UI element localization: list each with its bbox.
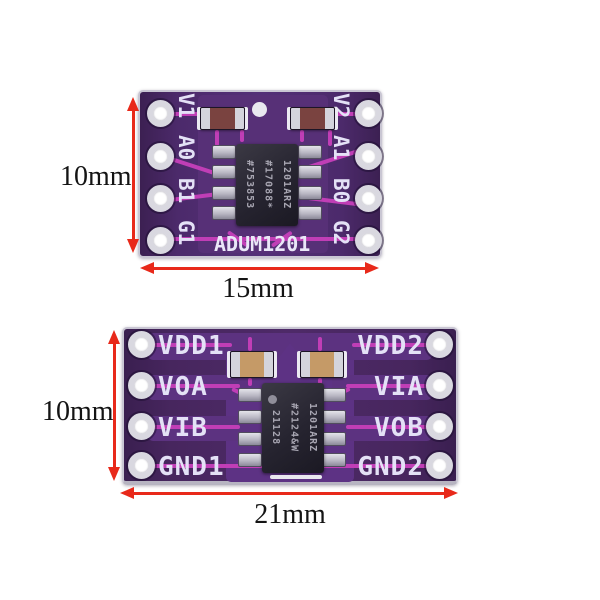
pcb-trace <box>166 237 358 241</box>
chip-pin <box>212 206 236 220</box>
pcb-trace <box>248 337 252 351</box>
pcb-trace <box>300 130 304 142</box>
chip-pin <box>298 186 322 200</box>
through-hole <box>426 372 453 399</box>
dimension-arrowhead-down-icon <box>108 467 120 481</box>
pin-label-vob: VOB <box>374 413 424 443</box>
pin-label-a0: A0 <box>174 135 198 161</box>
chip-marking: 1201ARZ #2124&W 21128 <box>270 403 318 453</box>
chip-pin <box>322 410 346 424</box>
pcb-trace <box>346 425 442 429</box>
pin1-marker-dot <box>268 395 277 404</box>
through-hole <box>128 372 155 399</box>
pin-label-g1: G1 <box>174 220 198 246</box>
pcb-trace <box>162 112 200 116</box>
silkscreen-line <box>270 475 322 479</box>
pin-label-b1: B1 <box>174 178 198 204</box>
pcb-trace <box>144 384 240 388</box>
dimension-arrowhead-down-icon <box>127 239 139 253</box>
dimension-label-height-top: 10mm <box>60 161 132 192</box>
smd-capacitor <box>300 351 344 378</box>
pcb-trace <box>346 384 442 388</box>
pcb-trace <box>328 130 332 146</box>
pin-label-vdd1: VDD1 <box>158 331 225 361</box>
pcb-trace <box>240 130 244 142</box>
through-hole <box>128 413 155 440</box>
pcb-trace <box>318 337 322 351</box>
pin-label-b0: B0 <box>329 178 353 204</box>
dimension-arrowhead-left-icon <box>120 487 134 499</box>
through-hole <box>426 413 453 440</box>
chip-pin <box>212 145 236 159</box>
pin-label-gnd2: GND2 <box>357 452 424 482</box>
pin-label-voa: VOA <box>158 372 208 402</box>
through-hole <box>355 227 382 254</box>
pcb-trace <box>326 112 362 116</box>
through-hole <box>355 185 382 212</box>
dimension-arrowhead-left-icon <box>140 262 154 274</box>
through-hole <box>128 452 155 479</box>
board-bottom-21x10: VDD1 VOA VIB GND1 VDD2 VIA VOB GND2 1201… <box>122 327 458 485</box>
board-top-15x10: V1 A0 B1 G1 V2 A1 B0 G2 1201ARZ #17088* … <box>138 90 382 258</box>
pcb-trace <box>144 343 232 347</box>
dimension-label-width-top: 15mm <box>222 273 294 304</box>
chip-pin <box>238 432 262 446</box>
through-hole <box>147 227 174 254</box>
dimension-arrow-width-bottom <box>133 492 444 495</box>
dimension-arrow-height-bottom <box>113 342 116 469</box>
chip-pin <box>322 432 346 446</box>
dimension-arrowhead-up-icon <box>108 330 120 344</box>
chip-pin <box>238 388 262 402</box>
pin-label-a1: A1 <box>329 135 353 161</box>
pcb-trace <box>322 464 442 468</box>
dimension-arrowhead-right-icon <box>444 487 458 499</box>
pin-label-g2: G2 <box>329 220 353 246</box>
pcb-trace <box>215 130 219 146</box>
pcb-trace <box>352 343 442 347</box>
through-hole <box>147 100 174 127</box>
dimension-label-height-bottom: 10mm <box>42 396 114 427</box>
chip-marking: 1201ARZ #17088* #753853 <box>244 160 292 210</box>
through-hole <box>426 452 453 479</box>
through-hole <box>128 331 155 358</box>
pin-label-vdd2: VDD2 <box>357 331 424 361</box>
chip-pin <box>212 165 236 179</box>
pin-label-vib: VIB <box>158 413 208 443</box>
smd-capacitor <box>200 107 245 130</box>
dimension-label-width-bottom: 21mm <box>254 499 326 530</box>
dimension-arrow-height-top <box>132 109 135 241</box>
pcb-trace <box>144 464 264 468</box>
through-hole <box>426 331 453 358</box>
dimension-arrow-width-top <box>153 267 365 270</box>
chip-pin <box>322 453 346 467</box>
soic8-chip: 1201ARZ #2124&W 21128 <box>262 383 324 473</box>
pcb-trace <box>248 378 252 386</box>
pcb-trace <box>144 425 240 429</box>
pin-label-v1: V1 <box>174 93 198 119</box>
pin-label-via: VIA <box>374 372 424 402</box>
silkscreen-dot <box>252 102 267 117</box>
through-hole <box>355 143 382 170</box>
pcb-trace <box>318 378 322 386</box>
soic8-chip: 1201ARZ #17088* #753853 <box>236 144 298 226</box>
smd-capacitor <box>230 351 274 378</box>
chip-pin <box>238 410 262 424</box>
through-hole <box>355 100 382 127</box>
dimension-arrowhead-up-icon <box>127 97 139 111</box>
chip-pin <box>322 388 346 402</box>
through-hole <box>147 143 174 170</box>
smd-capacitor <box>290 107 335 130</box>
chip-pin <box>298 165 322 179</box>
chip-pin <box>298 145 322 159</box>
chip-pin <box>298 206 322 220</box>
pin-label-gnd1: GND1 <box>158 452 225 482</box>
silkscreen-part-name: ADUM1201 <box>214 232 311 256</box>
chip-pin <box>238 453 262 467</box>
through-hole <box>147 185 174 212</box>
dimension-arrowhead-right-icon <box>365 262 379 274</box>
chip-pin <box>212 186 236 200</box>
